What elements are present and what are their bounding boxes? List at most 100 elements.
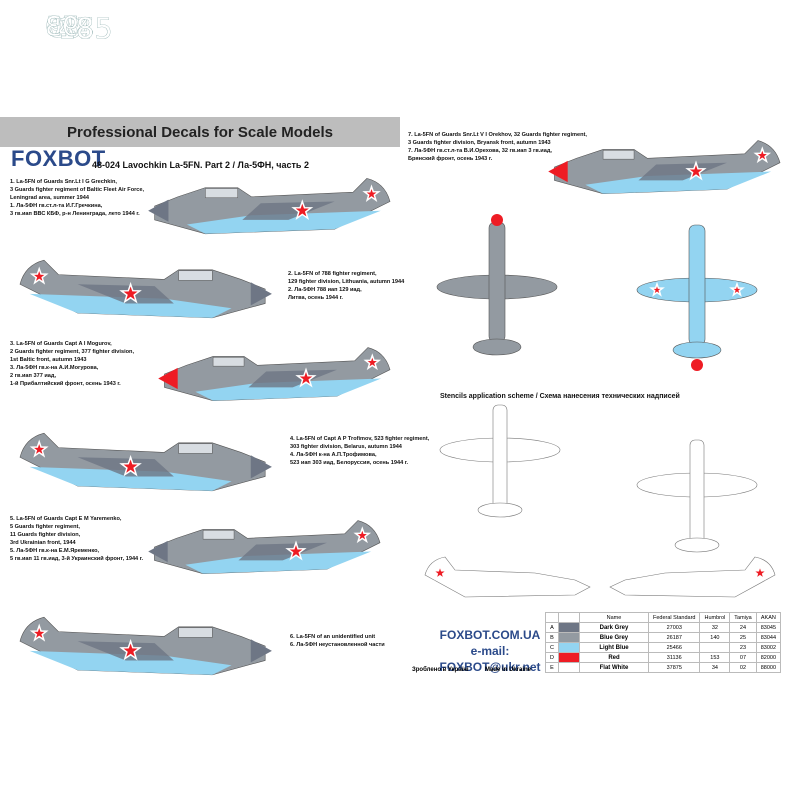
paint-code: D [545,652,559,663]
paint-code: 27003 [647,622,701,633]
red-star-icon [363,353,382,371]
red-star-icon [119,281,142,304]
red-star-icon [29,623,49,642]
paint-code: 23 [729,642,757,653]
paint-table-header [557,612,580,623]
red-star-icon [119,454,142,477]
made-in-ukraine-ua: Зроблено в Україні [412,667,469,673]
website-link[interactable]: FOXBOT.COM.UA [439,628,541,642]
paint-code: A [545,622,559,633]
website-contact: FOXBOT.COM.UA e-mail: FOXBOT@ukr.net [430,627,550,675]
aircraft-caption: 2. La-5FN of 788 fighter regiment,129 fi… [288,271,405,301]
paint-code: 32 [699,622,731,633]
banner-text: Professional Decals for Scale Models [67,124,333,141]
paint-code: B [545,632,559,643]
tactical-number: 185 [58,11,113,45]
tactical-number: 17 [58,11,95,45]
paint-code: 153 [699,652,731,663]
email-link[interactable]: e-mail: FOXBOT@ukr.net [439,644,541,674]
paint-table-header: Name [578,612,649,623]
tactical-number: 93 [45,11,79,42]
paint-code: 83044 [755,632,782,643]
paint-code: 83002 [755,642,782,653]
paint-name: Light Blue [578,642,649,653]
aircraft-side-profile [19,259,272,319]
aircraft-bottom-view [636,224,758,371]
paint-code: E [545,662,559,673]
paint-code: 07 [729,652,757,663]
paint-code: 82000 [755,652,782,663]
red-star-icon [285,540,307,561]
paint-table-header: AKAN [755,612,782,623]
color-swatch [557,632,580,643]
tactical-number: 69 [47,11,82,44]
tactical-number: 44 [58,11,95,45]
stencil-side-view [609,556,776,598]
aircraft-caption: 4. La-5FN of Capt A P Trofimov, 523 figh… [290,436,430,466]
paint-code: 31136 [647,652,701,663]
aircraft-caption: 1. La-5FN of Guards Snr.Lt I G Grechkin,… [10,179,145,217]
red-star-icon [119,638,142,661]
red-star-icon [751,563,769,581]
red-star-icon [431,563,449,581]
brand-logo: FOXBOT [11,146,106,171]
aircraft-side-profile [158,347,391,401]
aircraft-top-view [436,214,558,356]
paint-name: Flat White [578,662,649,673]
red-star-icon [29,439,49,458]
red-star-icon [729,281,745,297]
aircraft-side-profile [148,520,381,574]
paint-code: 37875 [647,662,701,673]
stencil-scheme-view [439,404,561,518]
aircraft-side-profile [548,140,781,194]
red-star-icon [685,160,707,181]
stencils-title: Stencils application scheme / Схема нане… [440,393,680,400]
paint-code: 26187 [647,632,701,643]
paint-code: 25 [729,632,757,643]
sheet-title: 48-024 Lavochkin La-5FN. Part 2 / Ла-5ФН… [92,160,309,170]
header-banner [0,117,400,147]
red-star-icon [29,266,49,285]
paint-code: 88000 [755,662,782,673]
paint-code: 02 [729,662,757,673]
stencil-side-view [424,556,591,598]
aircraft-side-profile [19,432,272,492]
paint-code: 140 [699,632,731,643]
red-star-icon [295,367,317,388]
paint-code: C [545,642,559,653]
aircraft-caption: 7. La-5FN of Guards Snr.Lt V I Orekhov, … [408,132,587,162]
aircraft-side-profile [19,616,272,676]
color-swatch [557,642,580,653]
aircraft-caption: 5. La-5FN of Guards Capt E M Yaremenko,5… [10,516,144,562]
paint-code: 34 [699,662,731,673]
paint-table-header: Tamiya [729,612,757,623]
stencil-scheme-view [636,439,758,553]
red-star-icon [649,281,665,297]
paint-code [699,642,731,653]
aircraft-side-profile [148,178,391,235]
paint-table-header: Humbrol [699,612,731,623]
paint-name: Dark Grey [578,622,649,633]
color-swatch [557,622,580,633]
red-star-icon [353,526,372,544]
red-star-icon [291,199,314,221]
red-star-icon [753,146,772,164]
paint-code: 24 [729,622,757,633]
tactical-number: 70 [45,11,79,42]
aircraft-caption: 3. La-5FN of Guards Capt A I Mogurov,2 G… [10,341,135,387]
tactical-number: 75 [45,11,79,42]
paint-name: Red [578,652,649,663]
color-swatch [557,652,580,663]
paint-table-header: Federal Standard [647,612,701,623]
made-in-ukraine-en: Made in Ukraine [485,667,532,673]
red-star-icon [362,184,381,202]
paint-table-header [545,612,559,623]
